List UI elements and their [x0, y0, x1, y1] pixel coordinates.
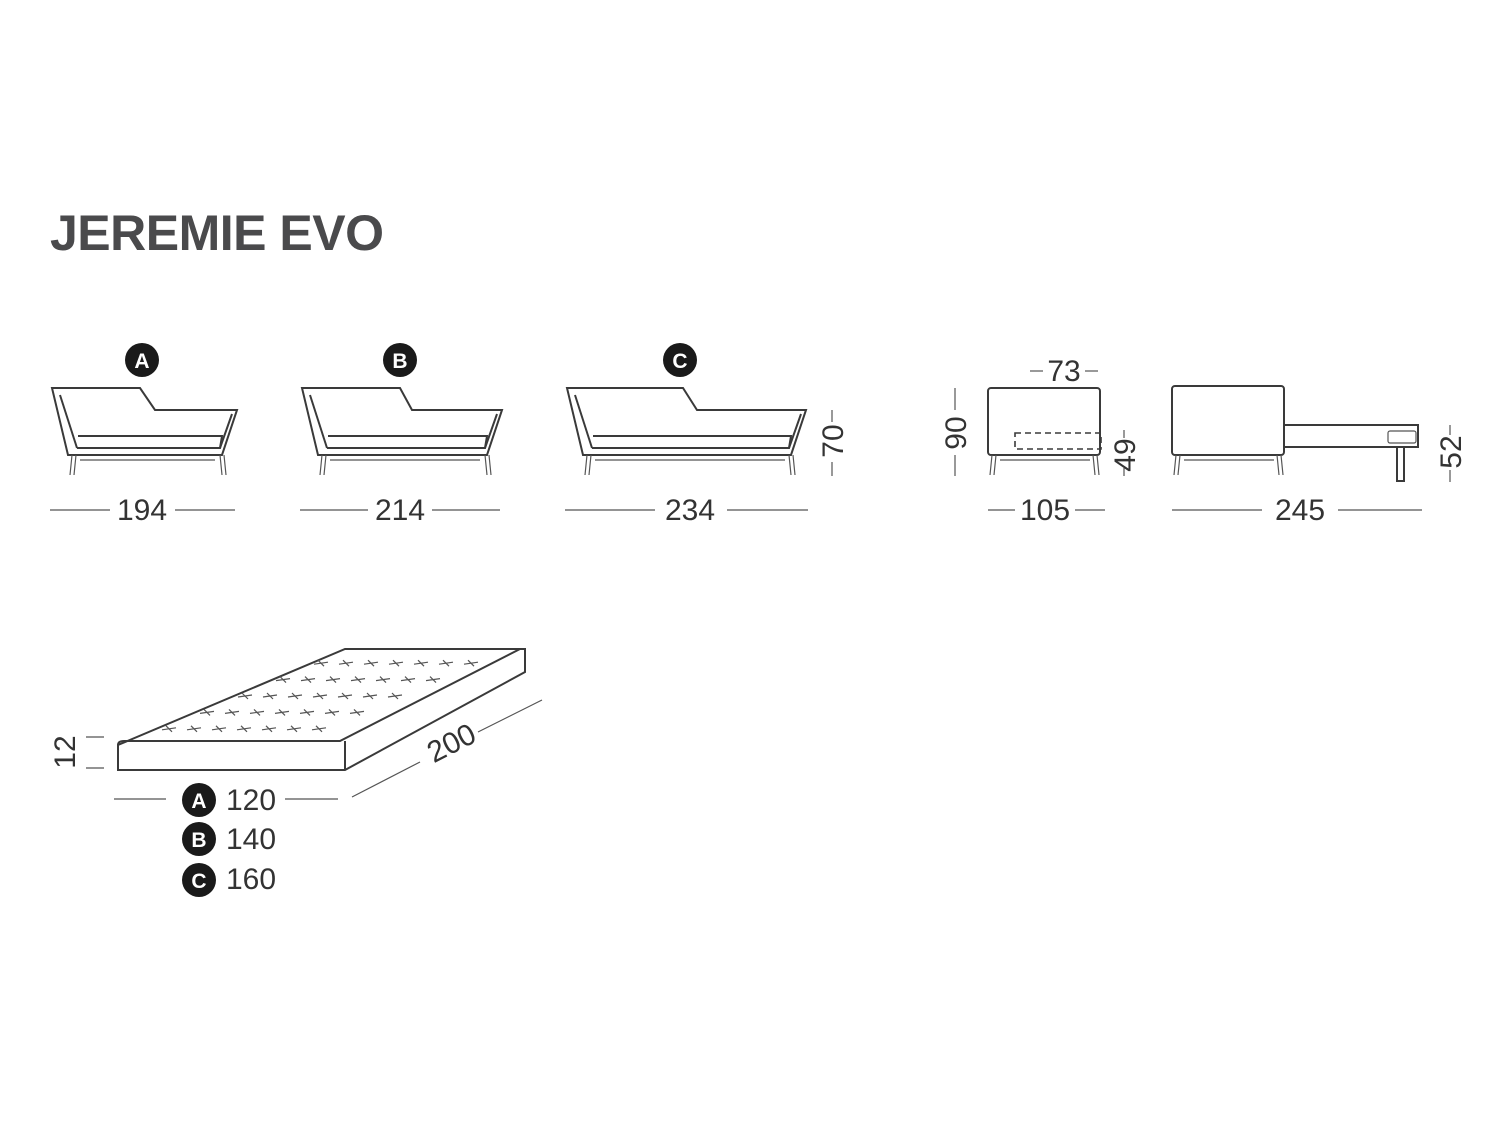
tufting-mark: [438, 659, 454, 667]
tufting-mark: [312, 692, 328, 700]
side-depth-label: 105: [1020, 494, 1070, 527]
width-a-label: 194: [117, 494, 167, 527]
open-length-label: 245: [1275, 494, 1325, 527]
tufting-mark: [275, 676, 291, 684]
mattress-width-b-value: 140: [226, 823, 276, 856]
tufting-mark: [349, 708, 365, 716]
tufting-mark: [262, 692, 278, 700]
mattress: 12 200 A 120 B 140 C 160: [49, 648, 543, 897]
badge-c: C: [663, 343, 697, 377]
tufting-mark: [337, 692, 353, 700]
top-depth-label: 73: [1047, 355, 1080, 388]
mattress-badge-b: B: [191, 829, 206, 852]
mattress-width-c: C 160: [182, 863, 276, 897]
tufting-mark: [324, 708, 340, 716]
tufting-mark: [249, 708, 265, 716]
tufting-mark: [400, 676, 416, 684]
mattress-badge-c: C: [191, 870, 206, 893]
mattress-thickness-label: 12: [49, 735, 82, 768]
tufting-mark: [286, 725, 302, 733]
seat-height-label: 52: [1435, 435, 1468, 468]
open-bed-view: 52 245: [1171, 385, 1468, 527]
tufting-mark: [224, 708, 240, 716]
tufting-mark: [311, 725, 327, 733]
tufting-mark: [237, 692, 253, 700]
tufting-mark: [186, 725, 202, 733]
badge-c-letter: C: [672, 350, 687, 373]
tufting-mark: [211, 725, 227, 733]
tufting-mark: [261, 725, 277, 733]
mattress-width-a-value: 120: [226, 784, 276, 817]
sofa-height-label: 70: [817, 424, 850, 457]
side-height-label: 90: [940, 416, 973, 449]
width-b-label: 214: [375, 494, 425, 527]
page-title: JEREMIE EVO: [50, 205, 384, 261]
sofa-b: B 214: [300, 343, 504, 527]
tufting-mark: [363, 659, 379, 667]
mattress-width-b: B 140: [182, 822, 276, 856]
tufting-mark: [362, 692, 378, 700]
tufting-mark: [388, 659, 404, 667]
sofa-a: A 194: [50, 343, 239, 527]
tufting-mark: [300, 676, 316, 684]
tufting-mark: [338, 659, 354, 667]
tufting-mark: [425, 676, 441, 684]
badge-b-letter: B: [392, 350, 407, 373]
badge-a-letter: A: [134, 350, 149, 373]
tufting-mark: [413, 659, 429, 667]
side-view: 73 90 49 105: [940, 355, 1142, 527]
sofa-c: C 234 70: [565, 343, 850, 527]
tufting-mark: [375, 676, 391, 684]
tufting-mark: [287, 692, 303, 700]
tufting-mark: [299, 708, 315, 716]
tufting-mark: [313, 659, 329, 667]
mattress-length-label: 200: [422, 717, 482, 769]
mattress-badge-a: A: [191, 790, 206, 813]
tufting-mark: [236, 725, 252, 733]
mattress-width-a: A 120: [182, 783, 276, 817]
tufting-mark: [199, 708, 215, 716]
bed-height-label: 49: [1109, 438, 1142, 471]
tufting-mark: [325, 676, 341, 684]
tufting-mark: [274, 708, 290, 716]
tufting-mark: [350, 676, 366, 684]
mattress-width-c-value: 160: [226, 863, 276, 896]
width-c-label: 234: [665, 494, 715, 527]
tufting-mark: [463, 659, 479, 667]
tufting-mark: [387, 692, 403, 700]
badge-a: A: [125, 343, 159, 377]
tufting-mark: [161, 725, 177, 733]
badge-b: B: [383, 343, 417, 377]
mattress-tufting: [161, 659, 479, 733]
